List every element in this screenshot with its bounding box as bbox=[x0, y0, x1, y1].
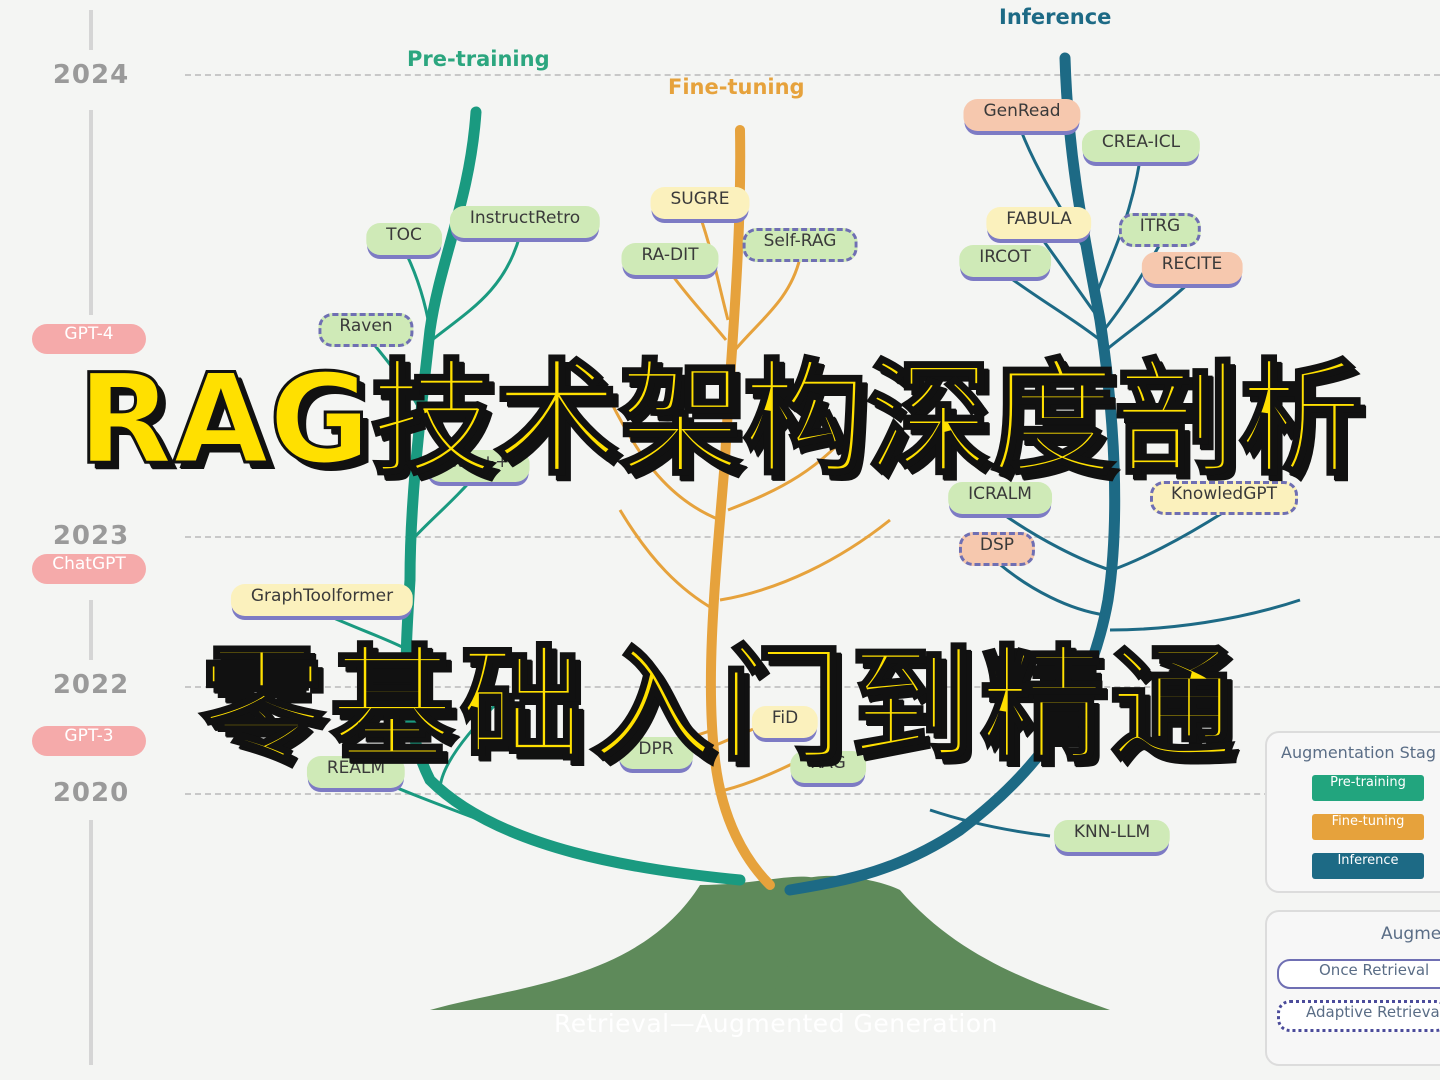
legend-inference-swatch: Inference bbox=[1312, 853, 1424, 879]
inference-twig-knn bbox=[929, 808, 1051, 838]
legend-augmentation-process: Augme Once Retrieval Adaptive Retrieval bbox=[1265, 910, 1440, 1066]
pretraining-twig-raven bbox=[370, 341, 422, 411]
year-gridline-2023 bbox=[185, 536, 1440, 538]
timeline-line-lower bbox=[89, 600, 93, 660]
method-knn-llm: KNN-LLM bbox=[1053, 820, 1171, 852]
method-raven: Raven bbox=[318, 313, 414, 347]
finetuning-twig-r1 bbox=[727, 419, 862, 512]
legend-stage-title: Augmentation Stag bbox=[1281, 743, 1437, 762]
inference-twig-icralm bbox=[999, 510, 1111, 572]
year-gridline-2024 bbox=[185, 74, 1440, 76]
finetuning-twig-radit bbox=[668, 271, 728, 341]
headline-title: RAG技术架构深度剖析 bbox=[76, 347, 1364, 494]
timeline-line-top bbox=[89, 10, 93, 50]
milestone-gpt3: GPT-3 bbox=[32, 726, 146, 756]
method-recite: RECITE bbox=[1141, 252, 1243, 284]
method-ircot: IRCOT bbox=[959, 245, 1051, 277]
method-toc: TOC bbox=[366, 223, 442, 255]
legend-process-title: Augme bbox=[1381, 924, 1440, 944]
method-graphtoolformer: GraphToolformer bbox=[230, 584, 414, 616]
milestone-chatgpt: ChatGPT bbox=[32, 554, 146, 584]
method-knowledgpt: KnowledGPT bbox=[1149, 481, 1299, 515]
method-dpr: DPR bbox=[618, 737, 694, 769]
method-retro-pp: etro++ bbox=[426, 450, 530, 482]
inference-twig-fabula bbox=[1038, 235, 1102, 321]
year-2023: 2023 bbox=[52, 521, 130, 551]
timeline-line bbox=[89, 110, 93, 315]
trunk-shape-right bbox=[740, 875, 1110, 1010]
trunk-label: Retrieval—Augmented Generation bbox=[554, 1009, 998, 1038]
method-crea-icl: CREA-ICL bbox=[1081, 130, 1201, 162]
finetuning-twig-r2 bbox=[719, 518, 891, 602]
method-fabula: FABULA bbox=[986, 207, 1092, 239]
finetuning-main-branch bbox=[705, 125, 775, 890]
branch-title-finetuning: Fine-tuning bbox=[668, 75, 805, 99]
method-icralm: ICRALM bbox=[948, 482, 1052, 514]
method-itrg: ITRG bbox=[1118, 213, 1202, 247]
method-instructretro: InstructRetro bbox=[449, 206, 601, 238]
pretraining-twig-graph bbox=[319, 610, 409, 652]
legend-augmentation-stage: Augmentation Stag Pre-training Fine-tuni… bbox=[1265, 731, 1440, 893]
legend-finetuning-swatch: Fine-tuning bbox=[1312, 814, 1424, 840]
branch-title-pretraining: Pre-training bbox=[407, 47, 550, 71]
method-genread: GenRead bbox=[963, 99, 1081, 131]
year-gridline-2022 bbox=[185, 686, 1440, 688]
year-2022: 2022 bbox=[52, 670, 130, 700]
branch-title-inference: Inference bbox=[999, 5, 1112, 29]
inference-twig-ircot bbox=[1004, 272, 1101, 342]
method-rag: RAG bbox=[790, 751, 866, 783]
method-dsp: DSP bbox=[958, 532, 1036, 566]
pretraining-main-branch bbox=[400, 106, 746, 886]
legend-once-retrieval: Once Retrieval bbox=[1277, 959, 1440, 989]
finetuning-twig-l2 bbox=[618, 509, 716, 612]
timeline-line-bottom bbox=[89, 820, 93, 1065]
trunk-shape bbox=[430, 876, 820, 1010]
year-2024: 2024 bbox=[52, 60, 130, 90]
inference-twig-knowledgpt bbox=[1111, 510, 1225, 572]
inference-twig-dsp bbox=[996, 560, 1106, 617]
finetuning-twig-l1 bbox=[608, 399, 721, 522]
inference-twig-genread bbox=[1018, 127, 1092, 261]
method-realm: REALM bbox=[306, 756, 406, 788]
pretraining-twig-low bbox=[438, 698, 502, 791]
method-ra-dit: RA-DIT bbox=[621, 243, 719, 275]
method-self-rag: Self-RAG bbox=[742, 228, 858, 262]
inference-twig-recite bbox=[1105, 280, 1192, 352]
milestone-gpt4: GPT-4 bbox=[32, 324, 146, 354]
method-sugre: SUGRE bbox=[650, 187, 750, 219]
year-2020: 2020 bbox=[52, 778, 130, 808]
finetuning-twig-selfrag bbox=[733, 257, 802, 351]
legend-pretraining-swatch: Pre-training bbox=[1312, 775, 1424, 801]
legend-adaptive-retrieval: Adaptive Retrieval bbox=[1277, 1000, 1440, 1032]
method-fid: FiD bbox=[751, 706, 819, 738]
headline-subtitle: 零基础入门到精通 bbox=[198, 633, 1240, 780]
pretraining-twig-instructretro bbox=[431, 234, 522, 342]
year-gridline-2020 bbox=[185, 793, 1440, 795]
inference-twig-r-mid bbox=[1109, 598, 1301, 632]
